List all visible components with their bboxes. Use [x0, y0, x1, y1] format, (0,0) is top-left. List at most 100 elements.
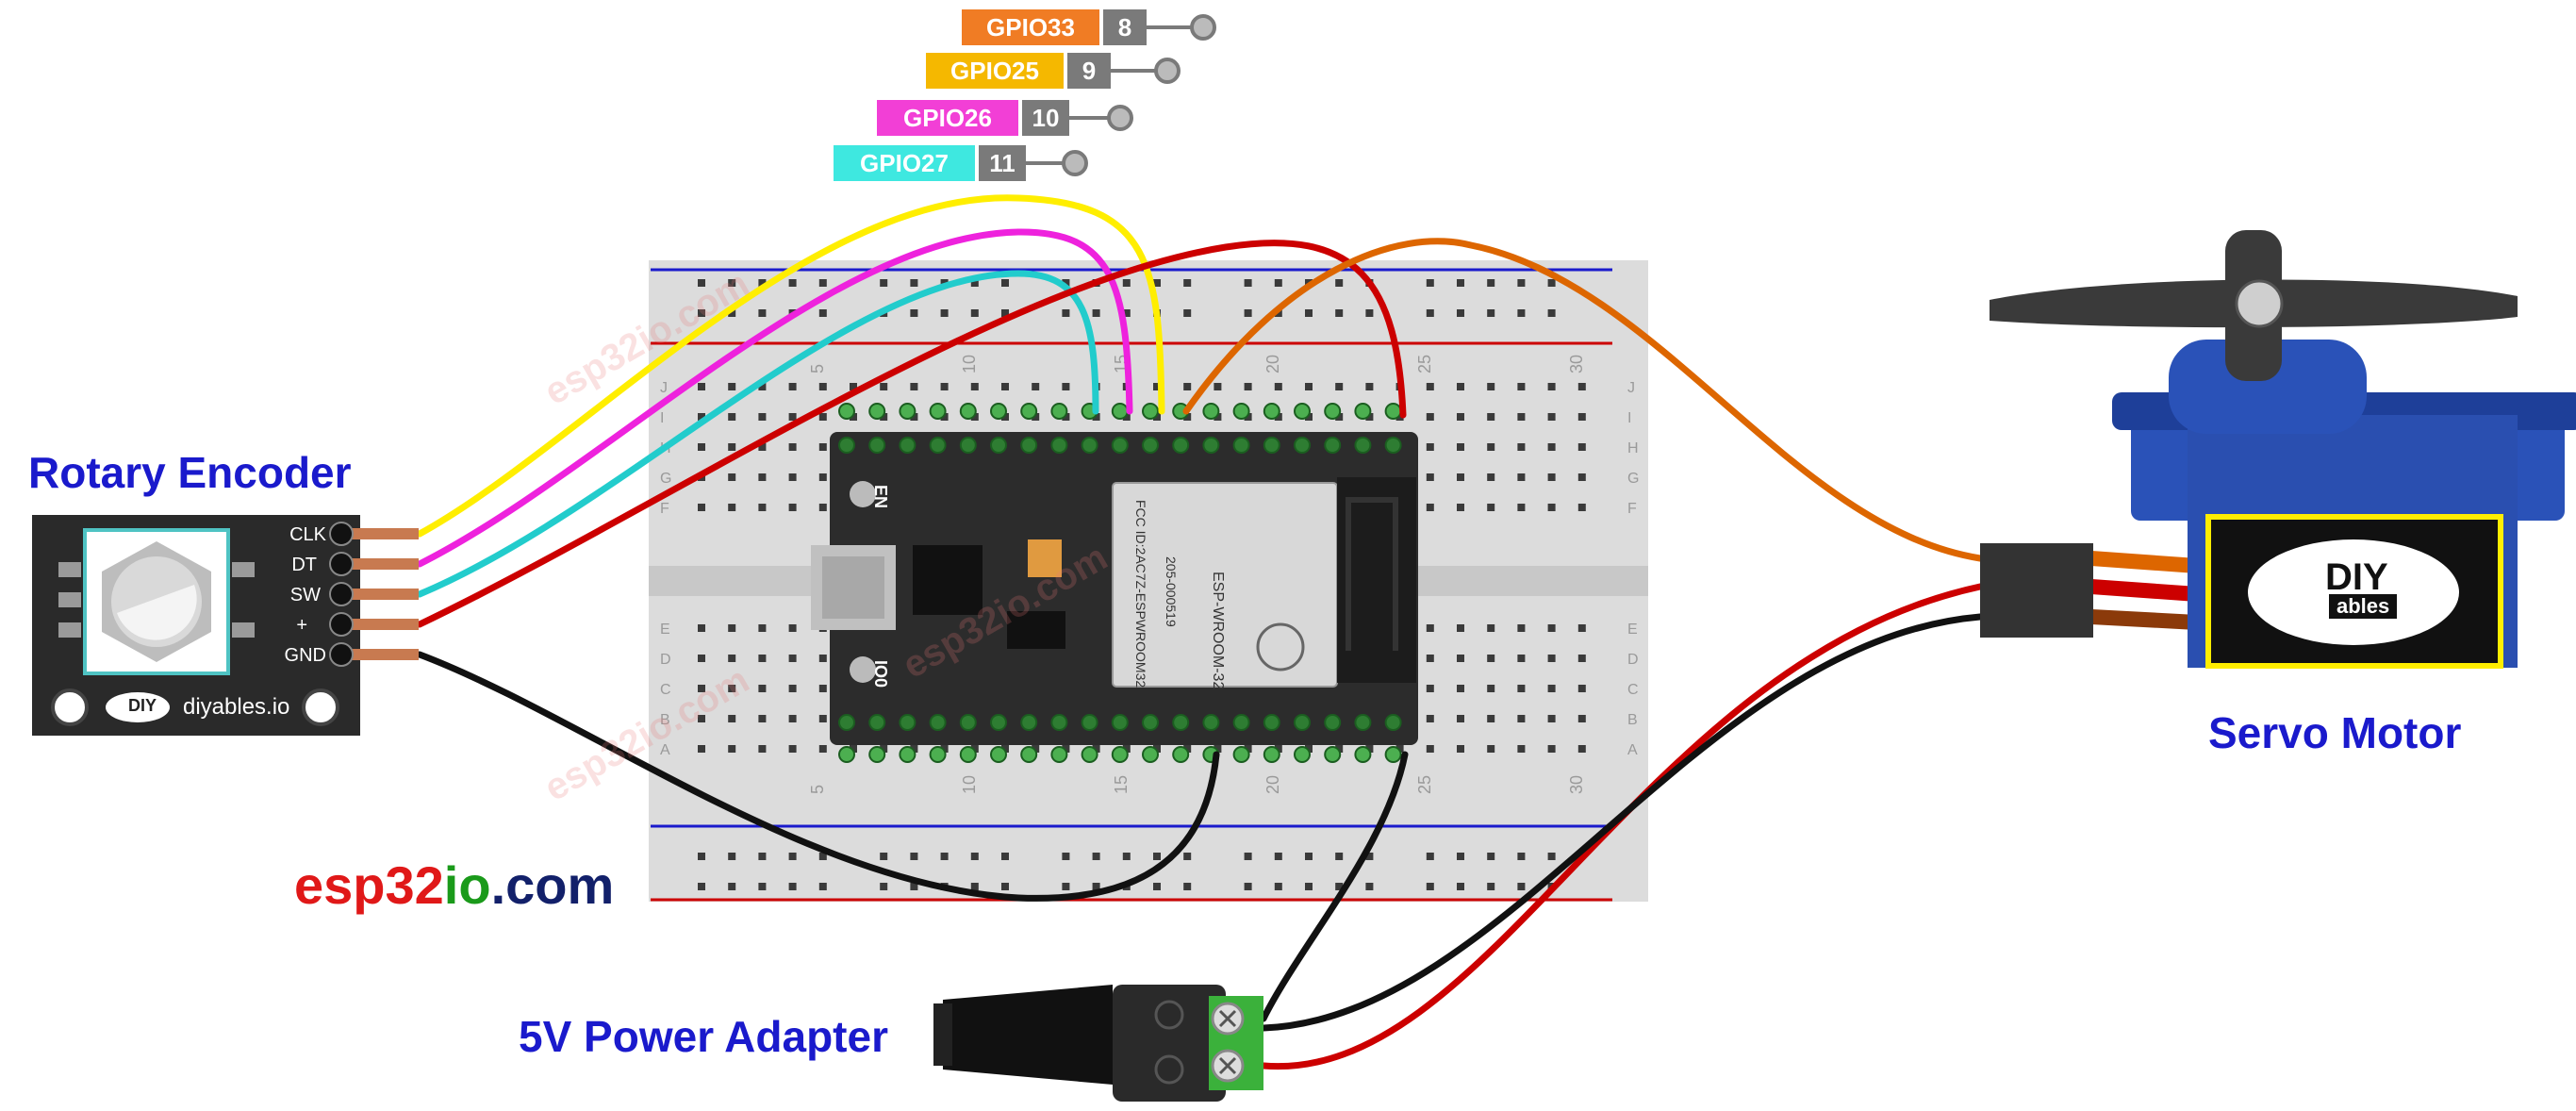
bb-hole: [1122, 745, 1131, 753]
encoder-pin-sw: SW: [289, 585, 321, 605]
esp32-pin: [868, 437, 886, 454]
bb-hole: [1032, 383, 1040, 390]
bb-col-number: 25: [1415, 355, 1434, 373]
bb-hole: [1092, 745, 1100, 753]
bb-row-letter: E: [1627, 622, 1638, 638]
rail-hole: [1517, 279, 1526, 287]
esp32-pin: [1354, 437, 1372, 454]
esp32-pin: [1324, 403, 1342, 420]
esp32-pin: [1324, 437, 1342, 454]
rail-hole: [728, 309, 736, 317]
bb-hole: [1274, 383, 1282, 390]
esp32-pin: [1294, 714, 1311, 731]
esp32-pin: [899, 437, 916, 454]
bb-hole: [698, 655, 705, 662]
rail-hole: [1274, 309, 1282, 317]
bb-row-letter: I: [660, 410, 664, 426]
bb-hole: [1305, 413, 1313, 421]
esp32-pin: [1354, 403, 1372, 420]
bb-hole: [1547, 685, 1556, 692]
esp32-pin: [868, 714, 886, 731]
gpio-label-1-num: 9: [1067, 53, 1111, 89]
brand-part2: io: [443, 855, 491, 915]
encoder-pin-vcc: +: [296, 615, 307, 636]
encoder-logo-text: DIY: [128, 696, 157, 715]
esp32-pin: [1020, 437, 1038, 454]
encoder-pin-dt: DT: [291, 555, 317, 575]
bb-hole: [1517, 715, 1526, 722]
bb-hole: [1457, 473, 1464, 481]
bb-hole: [1244, 383, 1252, 390]
bb-col-number: 5: [808, 364, 827, 373]
esp32-pin: [1232, 714, 1250, 731]
bb-row-letter: C: [1627, 682, 1639, 698]
rail-hole: [1122, 309, 1131, 317]
bb-hole: [1517, 413, 1526, 421]
rail-hole: [698, 279, 705, 287]
bb-hole: [1577, 715, 1586, 722]
bb-hole: [1487, 655, 1495, 662]
bb-hole: [1457, 624, 1464, 632]
esp32-pin: [1202, 403, 1220, 420]
rail-hole: [970, 853, 979, 860]
bb-hole: [1487, 383, 1495, 390]
rail-hole: [1062, 883, 1070, 890]
servo-connector: [1980, 543, 2093, 638]
rail-hole: [940, 853, 949, 860]
servo-motor: [1980, 230, 2576, 669]
esp32-pin: [899, 403, 916, 420]
esp32-module-text: ESP-WROOM-32: [1210, 572, 1226, 690]
bb-hole: [1426, 504, 1434, 511]
bb-hole: [1487, 504, 1495, 511]
bb-hole: [1547, 624, 1556, 632]
bb-row-letter: F: [1627, 501, 1637, 517]
bb-hole: [970, 413, 979, 421]
rail-hole: [728, 279, 736, 287]
rail-hole: [758, 309, 767, 317]
encoder-pin-hole: [329, 612, 354, 637]
rail-hole: [1183, 883, 1192, 890]
bb-hole: [1517, 473, 1526, 481]
rail-hole: [788, 853, 797, 860]
servo-motor-title: Servo Motor: [2208, 708, 2462, 757]
bb-hole: [1426, 383, 1434, 390]
bb-hole: [1153, 413, 1161, 421]
esp32-pin: [1142, 403, 1159, 420]
bb-col-number: 20: [1263, 775, 1282, 794]
bb-hole: [1577, 473, 1586, 481]
gpio-lead-pin: [1062, 150, 1088, 176]
rotary-encoder-title: Rotary Encoder: [28, 448, 352, 497]
bb-hole: [850, 745, 857, 753]
esp32-io0-label: IO0: [871, 660, 890, 688]
bb-hole: [1577, 745, 1586, 753]
esp32-pin: [1202, 437, 1220, 454]
rail-hole: [698, 309, 705, 317]
esp32-pin: [1020, 403, 1038, 420]
rail-hole: [1335, 853, 1344, 860]
bb-col-number: 20: [1263, 355, 1282, 373]
rail-hole: [1244, 279, 1252, 287]
rail-hole: [880, 853, 888, 860]
esp32-pin: [1232, 746, 1250, 763]
bb-hole: [1457, 655, 1464, 662]
bb-hole: [1365, 383, 1374, 390]
bb-hole: [1517, 745, 1526, 753]
bb-hole: [728, 443, 736, 451]
bb-hole: [1577, 655, 1586, 662]
esp32-pin: [1384, 714, 1402, 731]
esp32-pins: [838, 403, 1402, 763]
esp32-pin: [838, 746, 855, 763]
bb-hole: [758, 383, 767, 390]
bb-hole: [728, 624, 736, 632]
bb-hole: [1335, 413, 1344, 421]
rail-hole: [1122, 279, 1131, 287]
esp32-pin: [1263, 403, 1280, 420]
bb-row-letter: A: [1627, 742, 1638, 758]
rail-hole: [910, 279, 918, 287]
bb-hole: [1032, 413, 1040, 421]
brand-logo: esp32io.com: [294, 854, 614, 916]
esp32-pin: [868, 746, 886, 763]
bb-hole: [728, 715, 736, 722]
rail-hole: [1305, 883, 1313, 890]
esp32-en-label: EN: [871, 485, 890, 509]
